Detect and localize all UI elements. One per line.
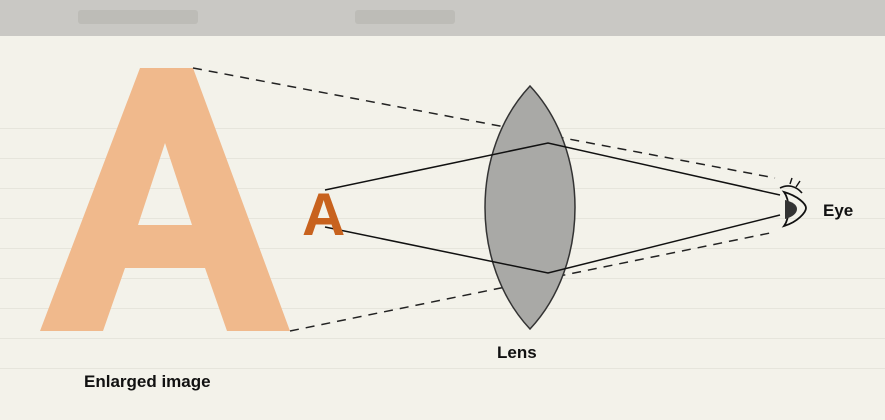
enlarged-image-label: Enlarged image (84, 372, 211, 392)
enlarged-letter-a (40, 68, 290, 331)
eye-label: Eye (823, 201, 853, 221)
projection-line-top (193, 68, 775, 178)
lens-label: Lens (497, 343, 537, 363)
eye-icon (780, 178, 806, 226)
lens-shape (485, 86, 575, 329)
small-letter-a: A (302, 181, 345, 248)
